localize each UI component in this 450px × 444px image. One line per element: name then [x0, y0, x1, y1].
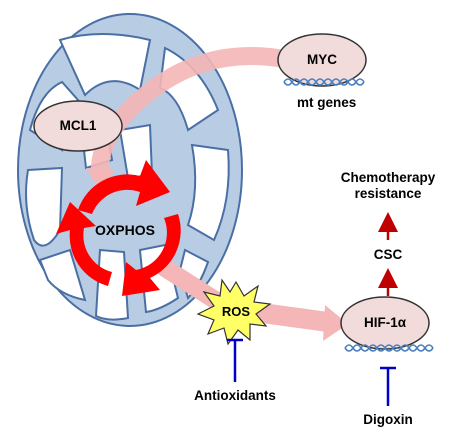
myc-to-oxphos-arrowhead [86, 168, 114, 192]
hif1a-label: HIF-1α [363, 315, 407, 330]
mcl1-node-shape [33, 100, 123, 152]
csc-label: CSC [373, 247, 403, 262]
myc-label: MYC [307, 52, 337, 67]
chemotherapy-line1: Chemotherapy [340, 170, 436, 185]
myc-dna-icon [283, 78, 365, 86]
myc-node-shape [277, 33, 367, 87]
oxphos-cycle [56, 160, 181, 296]
hif-dna-icon [344, 344, 434, 352]
chemotherapy-label: Chemotherapy resistance [330, 170, 446, 202]
digoxin-label: Digoxin [363, 412, 413, 427]
ros-to-hif-arrowhead [323, 305, 348, 341]
mt-genes-label: mt genes [297, 95, 357, 110]
ros-burst [196, 278, 272, 346]
chemotherapy-line2: resistance [354, 186, 422, 201]
mcl1-label: MCL1 [59, 118, 97, 133]
myc-to-oxphos-arrow [90, 47, 299, 184]
ros-to-hif-arrow [253, 302, 330, 332]
ros-label: ROS [221, 304, 251, 319]
oxphos-label: OXPHOS [95, 222, 155, 238]
antioxidants-label: Antioxidants [194, 388, 276, 403]
